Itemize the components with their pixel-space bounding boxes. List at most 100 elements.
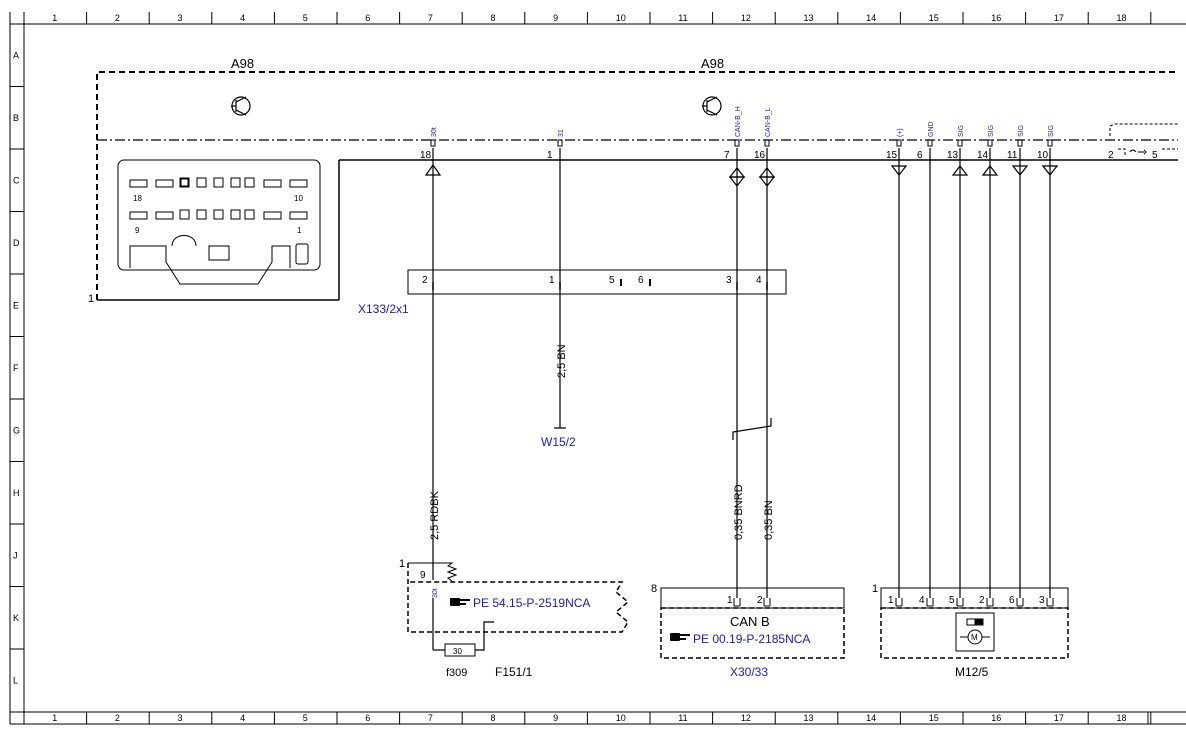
m12-pin-number: 1	[888, 595, 894, 606]
grid-col-label: 11	[678, 13, 687, 23]
grid-col-label: 2	[115, 713, 120, 723]
grid-col-label: 17	[1054, 713, 1064, 723]
a98-pin-number: 1	[547, 150, 553, 161]
m12-component-box	[880, 587, 1069, 659]
x133-pin-number: 5	[609, 275, 615, 286]
ref-link-pe-00[interactable]: PE 00.19-P-2185NCA	[693, 632, 810, 646]
m12-pin-number: 3	[1039, 595, 1045, 606]
a98-pins: 1830t1317CAN-B_H16CAN-B_L15(+)6GND13SIG1…	[420, 106, 1158, 161]
pointing-hand-icon	[670, 633, 690, 641]
grid-col-label: 3	[178, 713, 183, 723]
grid-row-label: G	[13, 425, 20, 435]
wire-label-30t: 2,5 RDBK	[429, 490, 441, 540]
x133-pin-number: 1	[549, 275, 555, 286]
grid-col-label: 17	[1054, 13, 1064, 23]
wire-label-31: 2,5 BN	[556, 344, 568, 378]
f151-label: F151/1	[495, 665, 533, 679]
ref-link-pe-54[interactable]: PE 54.15-P-2519NCA	[473, 596, 590, 610]
grid-col-label: 8	[491, 13, 496, 23]
f151-fuse-box	[407, 562, 630, 657]
grid-col-label: 1	[52, 713, 57, 723]
grid-col-label: 7	[428, 713, 433, 723]
x133-label: X133/2x1	[358, 302, 409, 316]
grid-row-label: L	[13, 675, 18, 685]
wire-label-can-h: 0,35 BNRD	[733, 484, 745, 540]
grid-col-label: 9	[553, 713, 558, 723]
grid-col-label: 11	[678, 713, 687, 723]
grid-row-label: C	[13, 175, 20, 185]
x133-pin-number: 2	[422, 275, 428, 286]
grid-col-label: 1	[52, 13, 57, 23]
grid-col-label: 10	[616, 713, 626, 723]
x30-pin-number: 2	[757, 595, 763, 606]
conn-num-right: 10	[294, 194, 303, 203]
grid-col-label: 14	[866, 13, 876, 23]
grid-col-label: 18	[1117, 713, 1127, 723]
f151-pin: 9	[420, 570, 426, 581]
x30-index: 8	[651, 583, 657, 595]
grid-col-label: 2	[115, 13, 120, 23]
x133-pin-number: 6	[638, 275, 644, 286]
grid-row-label: E	[13, 300, 19, 310]
connector-face-drawing	[117, 159, 321, 285]
grid-col-label: 9	[553, 13, 558, 23]
m12-label: M12/5	[955, 665, 989, 679]
grid-row-label: H	[13, 488, 20, 498]
grid-col-label: 10	[616, 13, 626, 23]
a98-pin-number: 11	[1007, 150, 1018, 161]
fuse-f309-label: f309	[446, 667, 467, 679]
a98-pin-signal: 31	[558, 129, 565, 137]
grid-row-label: B	[13, 113, 19, 123]
conn-num-bottom-left: 9	[135, 226, 140, 235]
fuse-rating: 30	[453, 647, 462, 656]
grid-col-label: 4	[240, 13, 245, 23]
grid-col-label: 15	[929, 713, 939, 723]
grid-col-label: 12	[741, 13, 751, 23]
grid-col-label: 16	[991, 713, 1001, 723]
grid-col-label: 13	[804, 713, 814, 723]
motor-icon: M	[960, 618, 990, 645]
signal-arrows	[424, 163, 1059, 187]
grid-row-label: A	[13, 50, 19, 60]
a98-pin-signal: SIG	[988, 125, 995, 137]
a98-pin-number: 13	[947, 150, 959, 161]
grid-col-label: 8	[491, 713, 496, 723]
transistor-icon	[702, 96, 722, 116]
a98-module-enclosure	[96, 71, 1178, 301]
can-b-label: CAN B	[730, 614, 770, 629]
m12-pin-number: 4	[919, 595, 925, 606]
x133-connector	[407, 269, 787, 295]
a98-pin-number: 18	[420, 150, 432, 161]
m12-pin-number: 2	[979, 595, 985, 606]
a98-pin-signal: SIG	[1048, 125, 1055, 137]
grid-col-label: 6	[365, 713, 370, 723]
x133-pin-number: 3	[726, 275, 732, 286]
grid-row-label: J	[13, 550, 18, 560]
a98-pin-signal: CAN-B_H	[735, 106, 742, 137]
grid-col-label: 7	[428, 13, 433, 23]
x133-pins: 2 1 5 6 3 4	[422, 275, 768, 290]
x30-pin-number: 1	[727, 595, 733, 606]
pointing-hand-icon	[450, 598, 470, 606]
a98-label-left: A98	[231, 56, 254, 71]
a98-pin-number: 16	[754, 150, 766, 161]
grid-col-label: 13	[804, 13, 814, 23]
x133-pin-number: 4	[756, 275, 762, 286]
a98-pin-signal: 30t	[431, 127, 438, 137]
grid-col-label: 15	[929, 13, 939, 23]
m12-index: 1	[872, 583, 878, 595]
jumper-symbol	[1109, 123, 1178, 155]
f151-pin-signal: 30t	[432, 588, 439, 598]
m12-pin-number: 5	[949, 595, 955, 606]
a98-pin-number: 15	[886, 150, 898, 161]
grid-row-label: D	[13, 238, 20, 248]
f151-index: 1	[399, 558, 405, 570]
svg-text:M: M	[971, 633, 978, 642]
a98-pin-number: 6	[917, 150, 923, 161]
a98-pin-signal: SIG	[1018, 125, 1025, 137]
a98-pin-signal: SIG	[958, 125, 965, 137]
